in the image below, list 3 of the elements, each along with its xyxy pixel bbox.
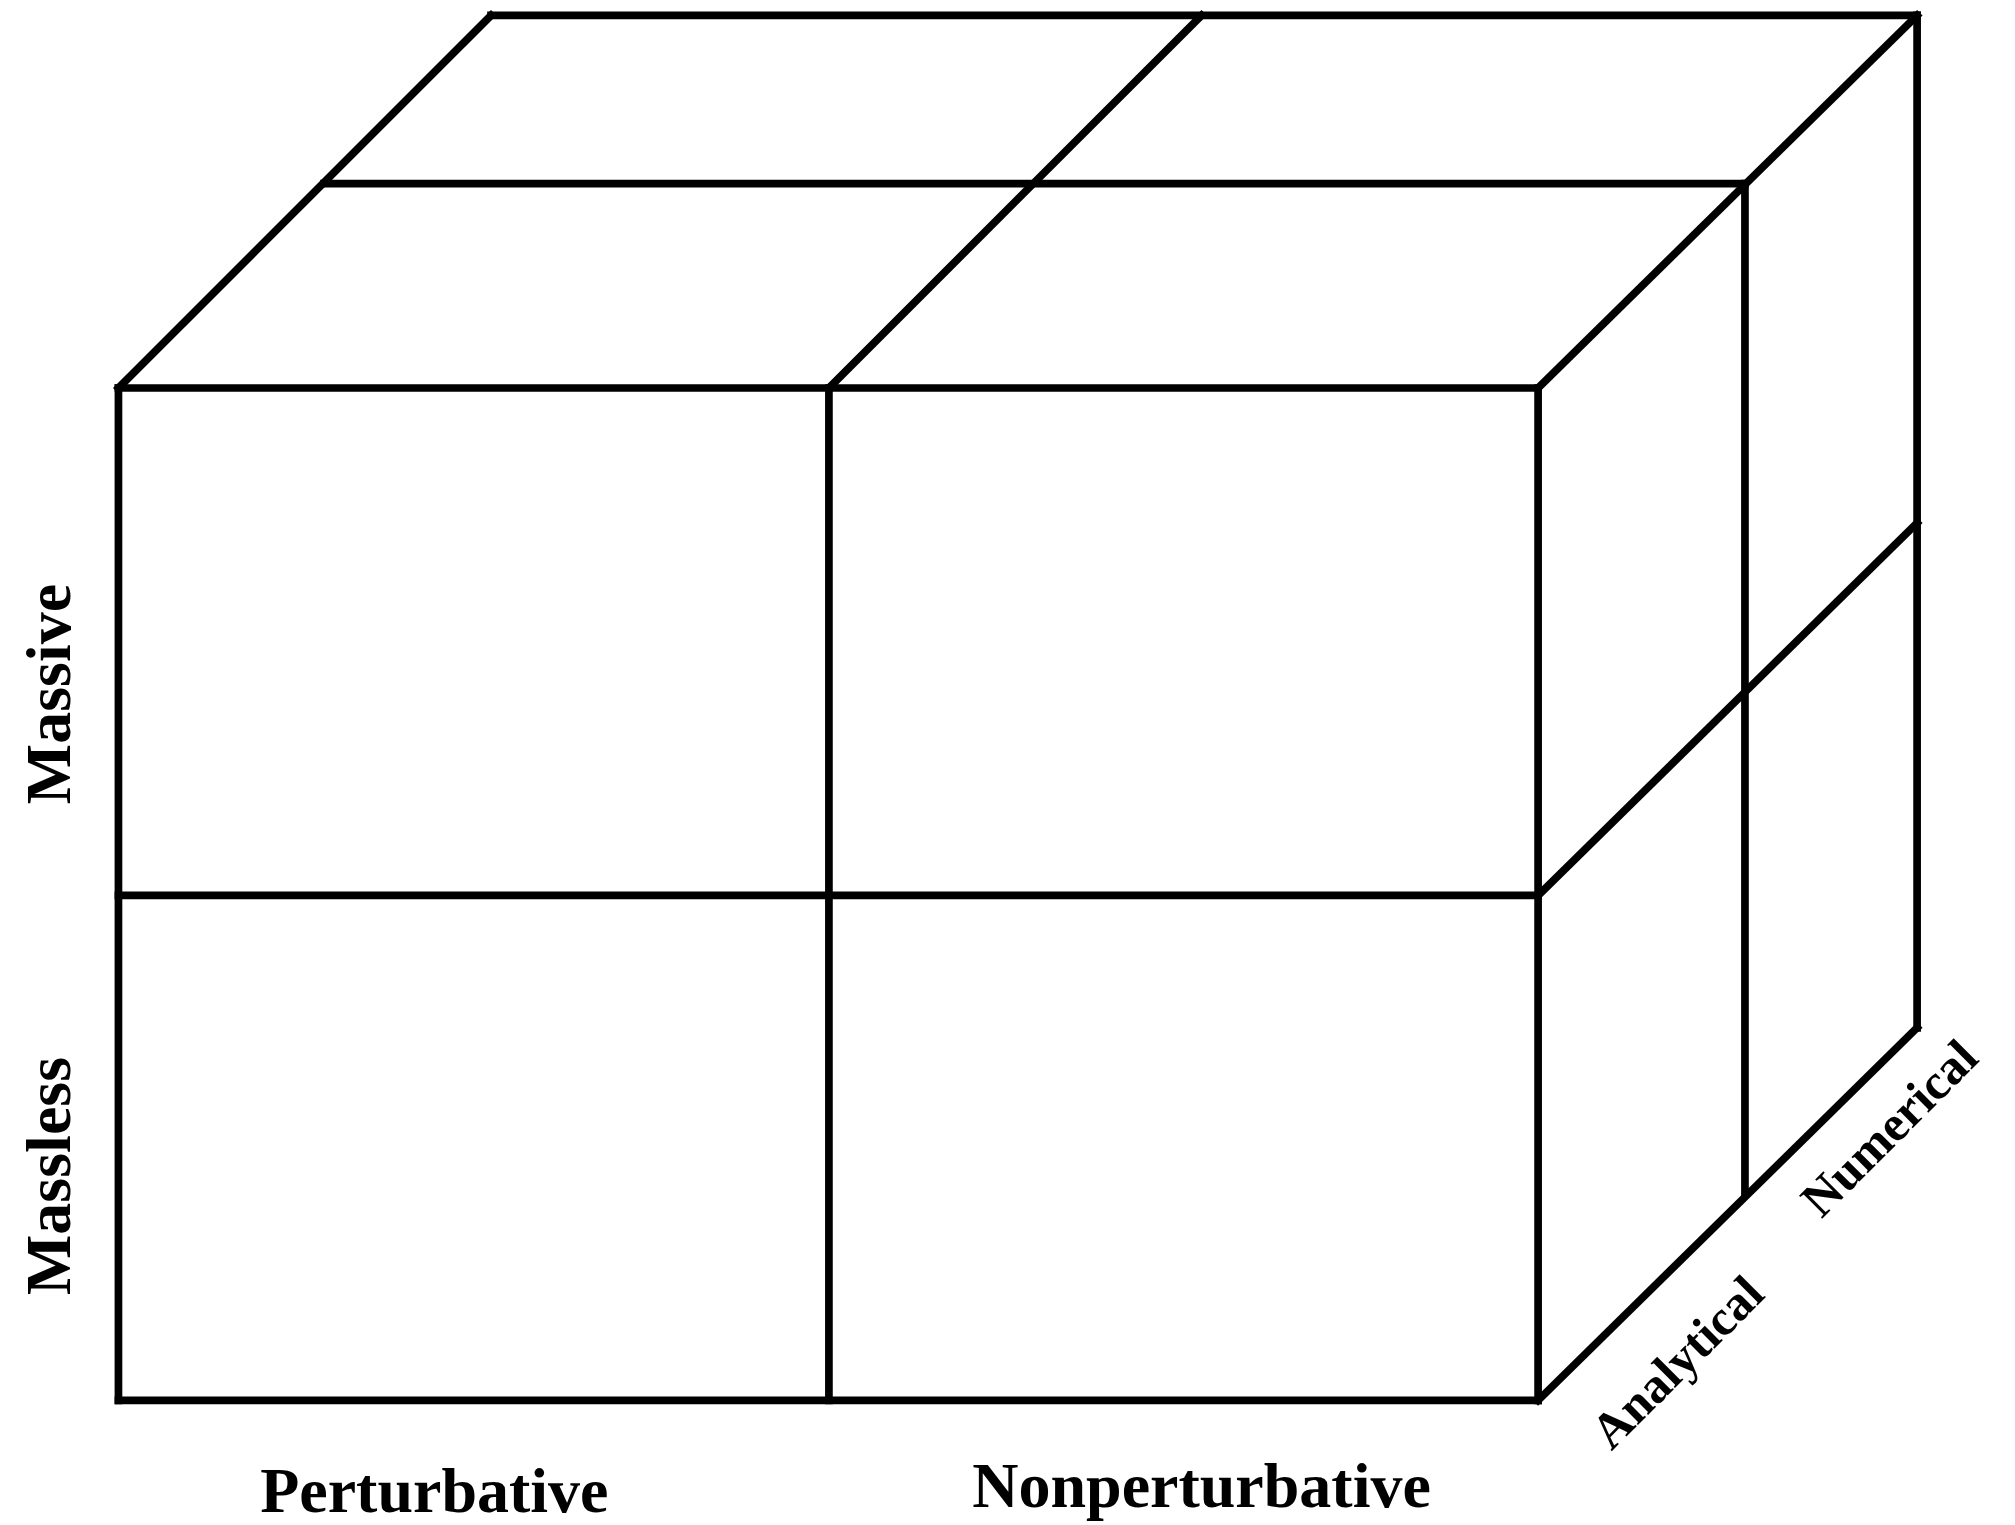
axis-label: Massless (16, 1056, 81, 1295)
axis-label: Massive (16, 583, 81, 805)
axis-label: Perturbative (260, 1458, 609, 1523)
